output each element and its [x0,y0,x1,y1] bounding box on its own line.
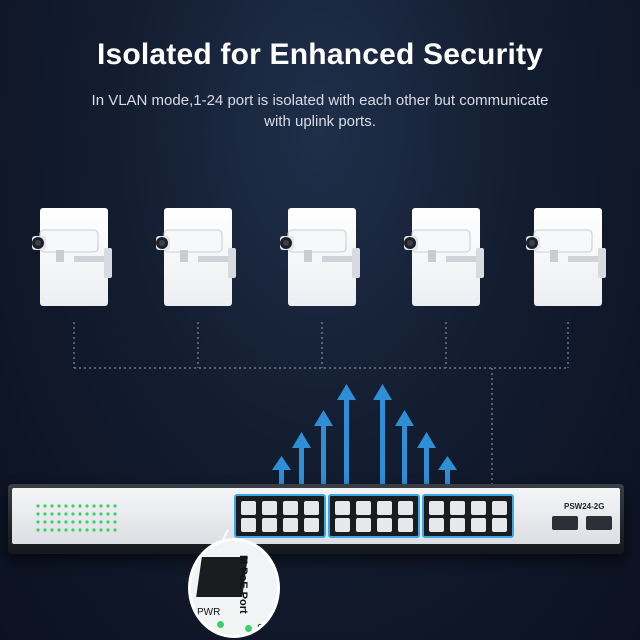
ethernet-port [492,518,507,532]
ethernet-port [429,518,444,532]
ethernet-port [335,518,350,532]
upward-arrow [373,384,392,494]
port-block-3 [422,494,514,538]
security-camera-icon [526,229,606,278]
security-camera-icon [404,229,484,278]
pwr-led [217,621,224,628]
ethernet-port [377,501,392,515]
ethernet-port [492,501,507,515]
ethernet-port [377,518,392,532]
ethernet-port [241,518,256,532]
zoom-poe-label: M PoE Port [237,555,249,614]
zoom-callout: M PoE Port PWR SW [188,538,280,638]
upward-arrow [395,410,414,494]
ethernet-port [429,501,444,515]
ethernet-port [335,501,350,515]
ethernet-port [241,501,256,515]
ethernet-port [450,501,465,515]
sfp-port [552,516,578,530]
port-block-2 [328,494,420,538]
upward-arrow [314,410,333,494]
ethernet-port [283,501,298,515]
ethernet-port [304,518,319,532]
upward-arrow [438,456,457,494]
security-camera-icon [32,229,112,278]
ethernet-port [262,518,277,532]
page-title: Isolated for Enhanced Security [96,38,544,71]
ethernet-port [356,501,371,515]
model-label: PSW24-2G [564,502,605,511]
camera-card-2 [156,208,236,306]
ethernet-port [304,501,319,515]
ethernet-port [471,501,486,515]
ethernet-port [398,518,413,532]
ethernet-port [283,518,298,532]
upward-arrow [417,432,436,494]
sw-led [245,625,252,632]
port-block-1 [234,494,326,538]
ethernet-port [356,518,371,532]
network-switch: PSW24-2G [8,484,624,554]
camera-card-3 [280,208,360,306]
zoom-pwr-label: PWR [197,607,221,618]
security-camera-icon [280,229,360,278]
ethernet-port [398,501,413,515]
ethernet-port [262,501,277,515]
security-camera-icon [156,229,236,278]
sfp-port [586,516,612,530]
page-subtitle: In VLAN mode,1-24 port is isolated with … [91,92,549,130]
camera-card-4 [404,208,484,306]
upward-arrow [292,432,311,494]
ethernet-port [450,518,465,532]
upward-arrow [337,384,356,494]
upward-arrow [272,456,291,494]
led-panel [18,496,138,536]
ethernet-port [471,518,486,532]
camera-card-1 [32,208,112,306]
camera-card-5 [526,208,606,306]
zoom-sw-label: SW [257,623,274,634]
switch-front-panel: PSW24-2G [12,488,620,544]
